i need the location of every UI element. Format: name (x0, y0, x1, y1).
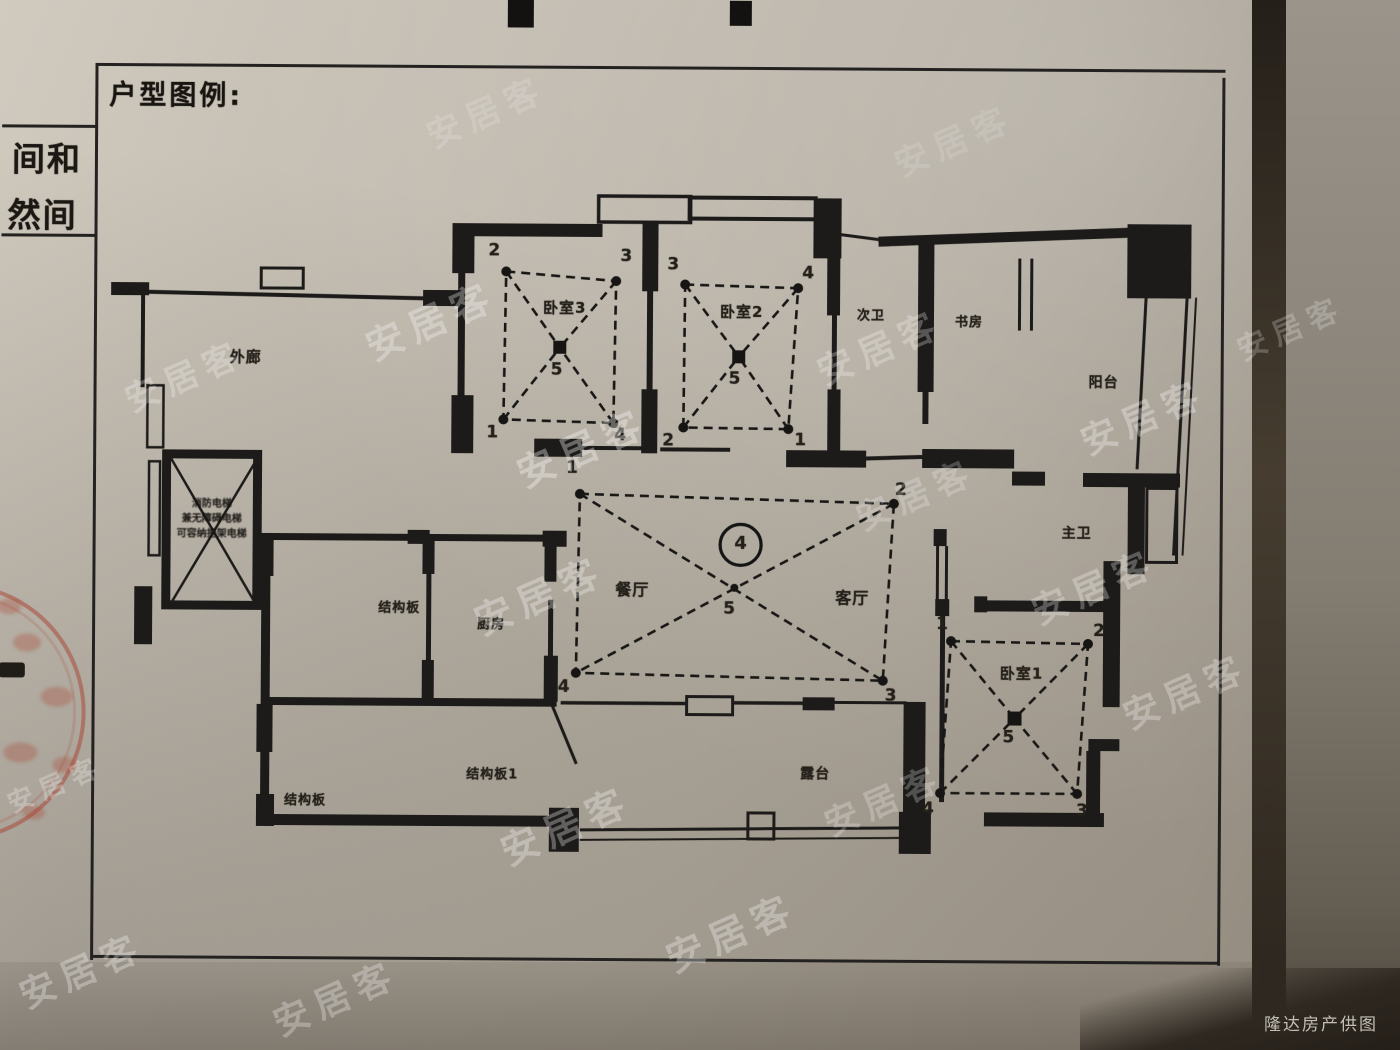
elevator-line-2: 兼无障碍电梯 (181, 513, 242, 525)
walls (111, 198, 1192, 855)
marker-label: 5 (723, 598, 736, 619)
circled-number-ring (718, 522, 763, 567)
marker-label: 2 (1093, 621, 1105, 642)
top-edge-marks (507, 0, 752, 28)
room-label-study: 书房 (954, 315, 984, 331)
room-label-dining: 餐厅 (615, 580, 650, 600)
bottom-right-dark-corner (1080, 968, 1400, 1050)
room-label-slab-one: 结构板1 (466, 767, 519, 783)
room-label-balcony: 阳台 (1088, 374, 1119, 392)
marker-label: 4 (557, 676, 570, 697)
paper-right-edge-shadow (1252, 0, 1286, 1050)
room-label-living: 客厅 (835, 588, 870, 608)
bottom-shadow (0, 962, 1260, 1050)
marker-label: 3 (884, 685, 897, 706)
side-cell-line1: 间和 (11, 139, 83, 179)
elevator-shaft (147, 449, 263, 610)
elevator-line-3: 可容纳担架电梯 (176, 528, 247, 540)
ceiling-markers (502, 270, 1090, 796)
room-label-bedroom2: 卧室2 (719, 302, 764, 321)
marker-label: 2 (662, 430, 675, 451)
marker-dots (498, 266, 1094, 799)
marker-label: 2 (488, 240, 501, 261)
wall-lines (117, 194, 1198, 841)
marker-label: 5 (1002, 727, 1015, 748)
room-label-bedroom1: 卧室1 (999, 664, 1044, 683)
marker-label: 1 (794, 430, 807, 451)
room-label-slab-upper: 结构板 (378, 600, 421, 616)
room-label-slab-lower: 结构板 (283, 793, 327, 809)
room-label-bath-master: 主卫 (1061, 525, 1092, 543)
marker-label: 1 (486, 422, 499, 443)
marker-label: 5 (728, 368, 741, 389)
marker-label: 3 (620, 246, 633, 267)
doc-frame (1, 62, 1226, 966)
marker-label: 3 (1075, 800, 1088, 821)
marker-label: 1 (936, 614, 949, 635)
elevator-annotation: 消防电梯 兼无障碍电梯 可容纳担架电梯 (168, 496, 256, 542)
elevator-line-1: 消防电梯 (191, 498, 232, 510)
marker-label: 5 (550, 359, 563, 380)
marker-label: 4 (802, 263, 815, 284)
marker-label: 3 (667, 254, 680, 275)
legend-title: 户型图例: (109, 79, 244, 112)
room-label-bedroom3: 卧室3 (542, 298, 587, 317)
table-surface (1286, 0, 1400, 1050)
circled-number: 4 (734, 532, 747, 554)
agency-credit: 隆达房产供图 (1264, 1015, 1378, 1035)
room-label-terrace: 露台 (800, 766, 831, 783)
side-cell-line2: 然间 (7, 195, 78, 235)
red-seal (0, 583, 86, 842)
